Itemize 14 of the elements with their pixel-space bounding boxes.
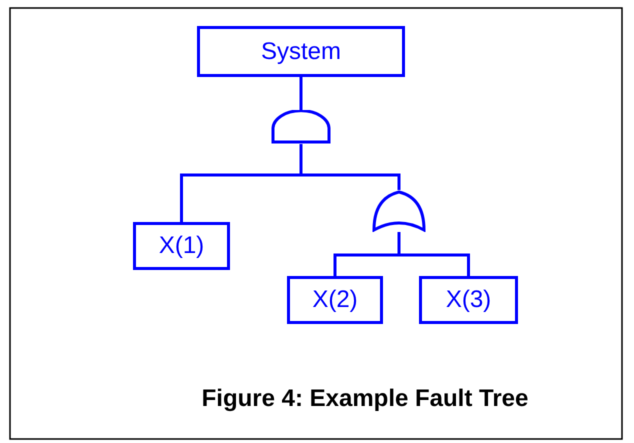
event-box (287, 276, 383, 324)
event-box (197, 26, 405, 77)
event-label: X(2) (312, 286, 358, 314)
event-label: System (260, 38, 341, 66)
event-box (419, 276, 518, 324)
connector-line (300, 77, 302, 110)
or-gate (372, 190, 426, 232)
connector-line (398, 232, 470, 276)
event-label: X(1) (158, 232, 204, 260)
event-box (133, 222, 230, 270)
connector-line (300, 144, 400, 190)
event-label: X(3) (446, 286, 492, 314)
and-gate (271, 110, 331, 144)
figure-caption: Figure 4: Example Fault Tree (200, 385, 530, 413)
